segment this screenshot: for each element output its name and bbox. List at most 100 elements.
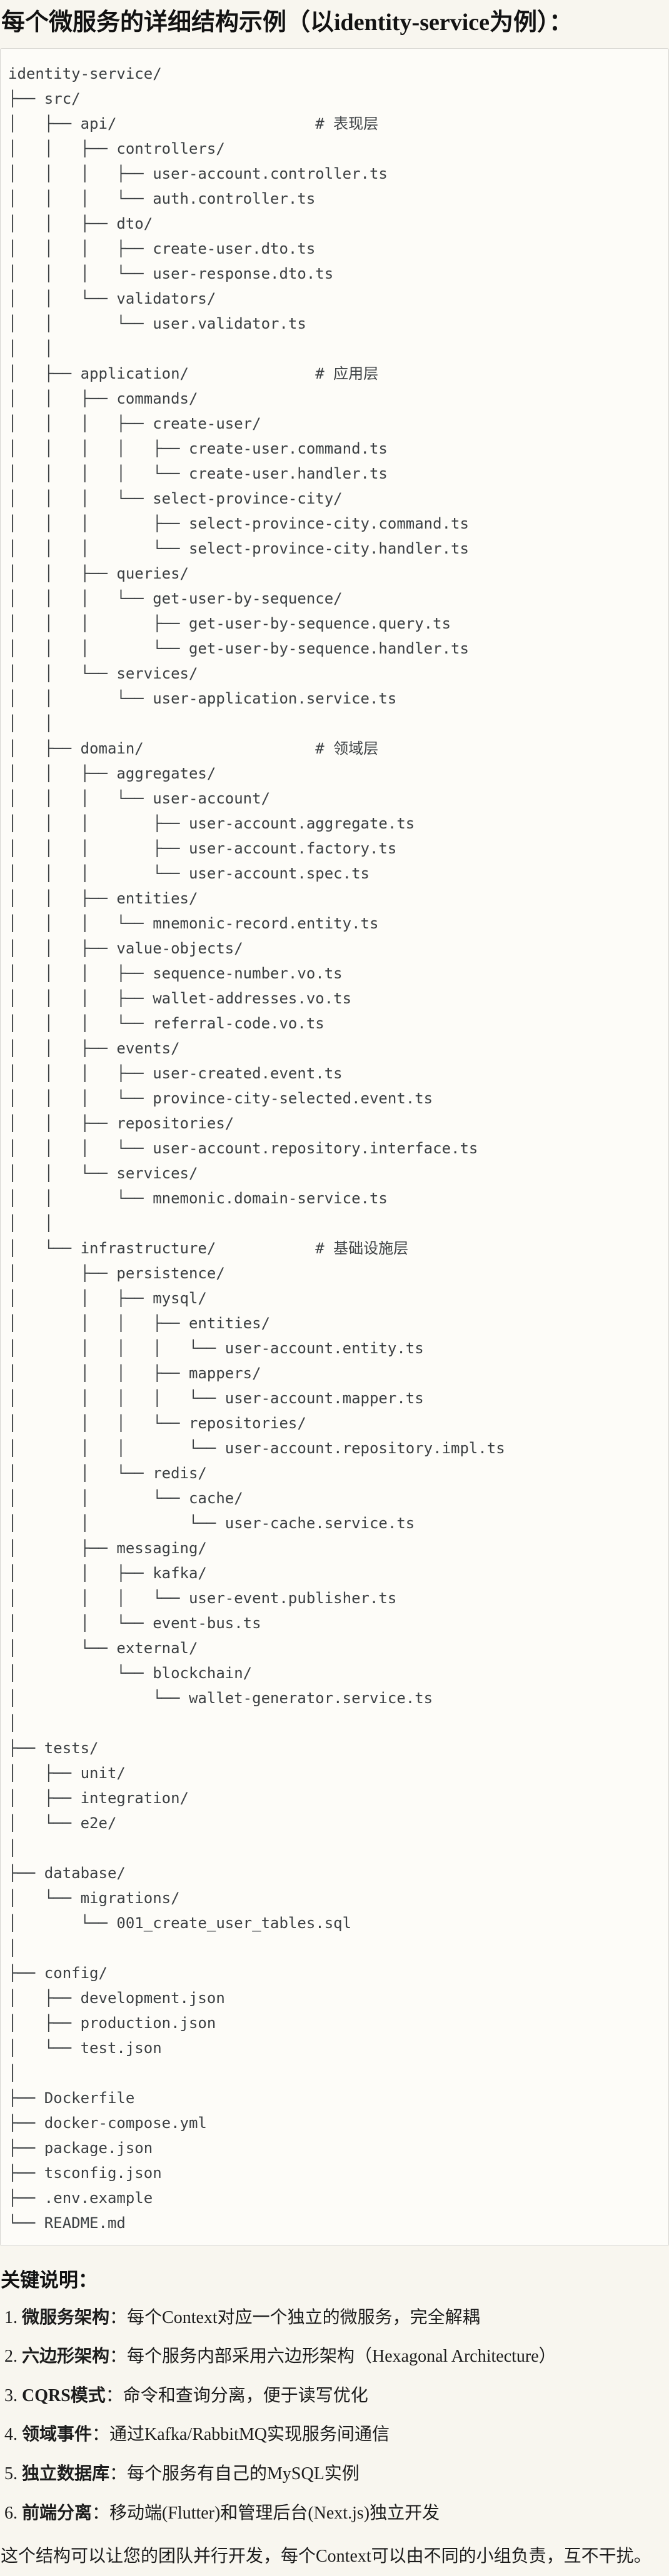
tree-line: ├── docker-compose.yml bbox=[8, 2114, 207, 2132]
tree-line: │ ├── integration/ bbox=[8, 1789, 189, 1807]
note-item: 4.领域事件：通过Kafka/RabbitMQ实现服务间通信 bbox=[4, 2424, 669, 2445]
note-item: 3.CQRS模式：命令和查询分离，便于读写优化 bbox=[4, 2385, 669, 2407]
tree-line: │ └── wallet-generator.service.ts bbox=[8, 1689, 433, 1707]
tree-line: ├── package.json bbox=[8, 2139, 153, 2157]
tree-line: │ │ │ └── get-user-by-sequence/ bbox=[8, 589, 343, 607]
note-number: 6. bbox=[4, 2503, 18, 2523]
note-number: 4. bbox=[4, 2425, 18, 2445]
tree-line: identity-service/ bbox=[8, 64, 162, 82]
tree-line: │ │ │ └── auth.controller.ts bbox=[8, 189, 316, 207]
tree-line: │ │ │ ├── user-created.event.ts bbox=[8, 1064, 343, 1082]
document-page: 每个微服务的详细结构示例（以identity-service为例）： ident… bbox=[0, 9, 669, 2576]
tree-line: │ └── migrations/ bbox=[8, 1889, 180, 1907]
note-description: ：每个服务内部采用六边形架构（Hexagonal Architecture） bbox=[109, 2347, 556, 2367]
tree-line: │ │ └── mnemonic.domain-service.ts bbox=[8, 1189, 388, 1207]
note-item: 1.微服务架构：每个Context对应一个独立的微服务，完全解耦 bbox=[4, 2307, 669, 2329]
tree-line: │ │ bbox=[8, 714, 54, 732]
note-description: ：命令和查询分离，便于读写优化 bbox=[105, 2385, 368, 2405]
tree-line: │ │ │ ├── create-user.dto.ts bbox=[8, 239, 316, 257]
tree-line: │ │ │ └── referral-code.vo.ts bbox=[8, 1014, 324, 1032]
tree-line: │ │ │ └── user-account/ bbox=[8, 789, 271, 807]
tree-line: │ ├── development.json bbox=[8, 1989, 225, 2007]
tree-line: │ │ │ └── province-city-selected.event.t… bbox=[8, 1089, 433, 1107]
tree-line: │ │ │ ├── user-account.controller.ts bbox=[8, 164, 388, 182]
tree-line: │ │ │ │ └── user-account.entity.ts bbox=[8, 1339, 424, 1357]
note-item: 2.六边形架构：每个服务内部采用六边形架构（Hexagonal Architec… bbox=[4, 2346, 669, 2367]
tree-line: │ │ │ ├── get-user-by-sequence.query.ts bbox=[8, 614, 451, 632]
tree-line: │ │ └── services/ bbox=[8, 664, 198, 682]
notes-list: 1.微服务架构：每个Context对应一个独立的微服务，完全解耦 2.六边形架构… bbox=[0, 2307, 669, 2524]
tree-line: │ │ │ └── repositories/ bbox=[8, 1414, 306, 1432]
note-term: 独立数据库 bbox=[22, 2464, 110, 2484]
note-item: 5.独立数据库：每个服务有自己的MySQL实例 bbox=[4, 2464, 669, 2485]
tree-line: │ ├── domain/ # 领域层 bbox=[8, 739, 379, 757]
note-term: 六边形架构 bbox=[22, 2347, 110, 2367]
tree-line: │ │ │ ├── wallet-addresses.vo.ts bbox=[8, 989, 352, 1007]
tree-line: │ └── 001_create_user_tables.sql bbox=[8, 1914, 352, 1932]
tree-line: │ │ └── redis/ bbox=[8, 1464, 207, 1482]
note-number: 5. bbox=[4, 2464, 18, 2484]
tree-line: │ ├── persistence/ bbox=[8, 1264, 225, 1282]
note-description: ：移动端(Flutter)和管理后台(Next.js)独立开发 bbox=[92, 2503, 440, 2523]
tree-line: │ └── blockchain/ bbox=[8, 1664, 253, 1682]
tree-line: │ │ │ └── get-user-by-sequence.handler.t… bbox=[8, 639, 469, 657]
tree-line: │ │ │ ├── sequence-number.vo.ts bbox=[8, 964, 343, 982]
tree-line: │ │ │ └── user-account.repository.impl.t… bbox=[8, 1439, 505, 1457]
tree-line: │ │ │ └── user-event.publisher.ts bbox=[8, 1589, 397, 1607]
tree-line: │ │ ├── aggregates/ bbox=[8, 764, 216, 782]
tree-line: │ ├── unit/ bbox=[8, 1764, 126, 1782]
tree-line: │ │ │ │ ├── create-user.command.ts bbox=[8, 439, 388, 457]
tree-line: │ │ │ ├── user-account.aggregate.ts bbox=[8, 814, 415, 832]
file-tree: identity-service/├── src/│ ├── api/ # 表现… bbox=[8, 61, 661, 2235]
tree-line: │ │ └── user-cache.service.ts bbox=[8, 1514, 415, 1532]
tree-line: │ │ └── cache/ bbox=[8, 1489, 243, 1507]
note-term: 前端分离 bbox=[22, 2503, 93, 2523]
tree-line: │ │ │ ├── user-account.factory.ts bbox=[8, 839, 397, 857]
tree-line: │ │ │ └── select-province-city.handler.t… bbox=[8, 539, 469, 557]
note-term: CQRS模式 bbox=[22, 2385, 106, 2405]
tree-line: │ └── test.json bbox=[8, 2039, 162, 2057]
tree-line: │ │ └── services/ bbox=[8, 1164, 198, 1182]
note-number: 3. bbox=[4, 2385, 18, 2405]
note-description: ：每个Context对应一个独立的微服务，完全解耦 bbox=[109, 2307, 480, 2327]
tree-line: ├── .env.example bbox=[8, 2189, 153, 2207]
tree-line: │ bbox=[8, 1939, 18, 1957]
tree-line: ├── tests/ bbox=[8, 1739, 99, 1757]
tree-line: │ │ ├── commands/ bbox=[8, 389, 198, 407]
note-description: ：通过Kafka/RabbitMQ实现服务间通信 bbox=[92, 2425, 390, 2445]
tree-line: │ ├── messaging/ bbox=[8, 1539, 207, 1557]
tree-line: │ bbox=[8, 2064, 18, 2082]
tree-line: │ ├── production.json bbox=[8, 2014, 216, 2032]
tree-line: ├── tsconfig.json bbox=[8, 2164, 162, 2182]
tree-line: │ bbox=[8, 1839, 18, 1857]
tree-line: │ │ bbox=[8, 1214, 54, 1232]
closing-paragraph: 这个结构可以让您的团队并行开发，每个Context可以由不同的小组负责，互不干扰… bbox=[1, 2547, 651, 2567]
page-title: 每个微服务的详细结构示例（以identity-service为例）： bbox=[1, 9, 573, 36]
tree-line: │ │ ├── mysql/ bbox=[8, 1289, 207, 1307]
note-term: 微服务架构 bbox=[22, 2307, 110, 2327]
tree-line: │ │ │ ├── create-user/ bbox=[8, 414, 261, 432]
tree-line: │ │ bbox=[8, 339, 54, 357]
tree-line: │ │ └── user.validator.ts bbox=[8, 314, 306, 332]
tree-line: │ │ ├── entities/ bbox=[8, 889, 198, 907]
tree-line: ├── src/ bbox=[8, 89, 81, 107]
tree-line: │ │ ├── dto/ bbox=[8, 214, 153, 232]
note-item: 6.前端分离：移动端(Flutter)和管理后台(Next.js)独立开发 bbox=[4, 2503, 669, 2524]
tree-line: │ └── infrastructure/ # 基础设施层 bbox=[8, 1239, 409, 1257]
file-tree-code-block: identity-service/├── src/│ ├── api/ # 表现… bbox=[0, 47, 669, 2246]
note-number: 2. bbox=[4, 2347, 18, 2367]
tree-line: │ │ │ └── select-province-city/ bbox=[8, 489, 343, 507]
tree-line: │ │ │ │ └── create-user.handler.ts bbox=[8, 464, 388, 482]
tree-line: │ └── external/ bbox=[8, 1639, 198, 1657]
note-term: 领域事件 bbox=[22, 2425, 93, 2445]
tree-line: │ bbox=[8, 1714, 18, 1732]
tree-line: │ │ ├── value-objects/ bbox=[8, 939, 243, 957]
tree-line: │ │ ├── events/ bbox=[8, 1039, 180, 1057]
tree-line: │ ├── application/ # 应用层 bbox=[8, 364, 379, 382]
tree-line: │ │ │ └── user-account.repository.interf… bbox=[8, 1139, 478, 1157]
tree-line: ├── database/ bbox=[8, 1864, 126, 1882]
tree-line: └── README.md bbox=[8, 2214, 126, 2232]
tree-line: │ │ └── user-application.service.ts bbox=[8, 689, 397, 707]
tree-line: ├── config/ bbox=[8, 1964, 108, 1982]
notes-heading: 关键说明： bbox=[1, 2269, 98, 2291]
